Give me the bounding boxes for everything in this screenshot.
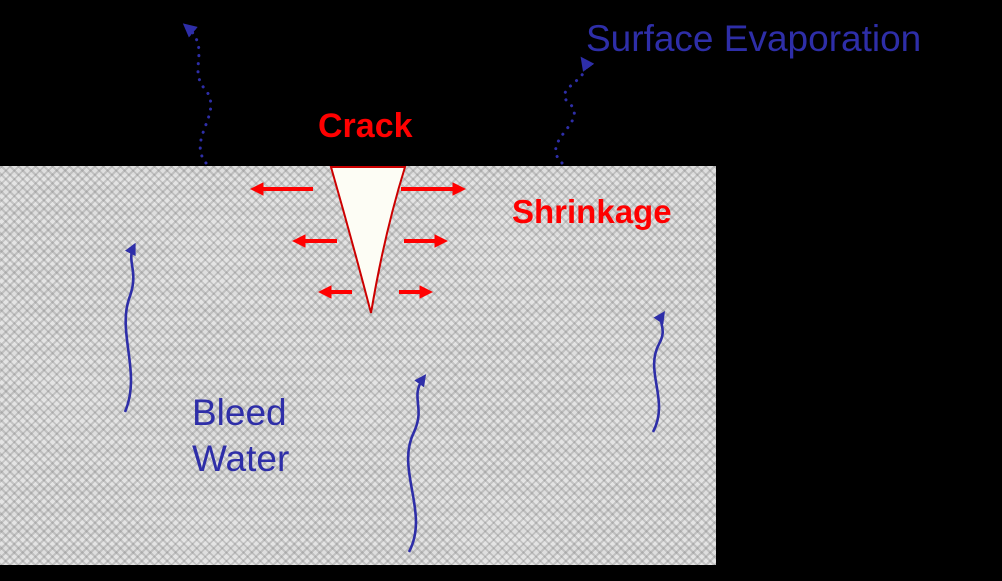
crack-shape <box>329 166 407 314</box>
bleed-water-arrow-left <box>123 242 136 413</box>
crack-label: Crack <box>318 107 413 145</box>
surface-evaporation-label: Surface Evaporation <box>586 18 922 59</box>
bleed-water-arrow-right <box>651 311 665 433</box>
evaporation-arrow-left <box>182 23 213 165</box>
shrinkage-label: Shrinkage <box>512 193 672 230</box>
evaporation-arrow-right <box>554 56 595 165</box>
bleed-water-arrow-center <box>406 374 427 553</box>
bleed-water-label: Bleed Water <box>192 392 290 479</box>
